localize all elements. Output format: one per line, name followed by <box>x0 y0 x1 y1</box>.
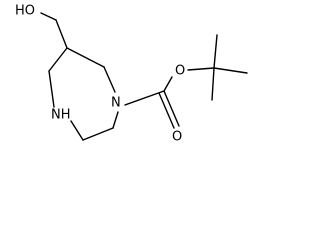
bond-lines <box>40 12 248 141</box>
ring-nitrogen-amine-label: NH <box>51 108 71 123</box>
bond-ring-c7-nh <box>48 70 55 108</box>
bond-ring-c2-n1 <box>112 111 119 129</box>
ester-oxygen-label: O <box>175 64 185 79</box>
bond-carbonyl-double-outer <box>163 90 180 127</box>
bond-n1-carbonyl-c <box>124 90 165 106</box>
atom-labels: HO NH N O O <box>15 4 185 145</box>
bond-hydroxyl-o-ch2 <box>40 12 57 21</box>
bond-ring-n1-c5 <box>103 66 116 93</box>
carbonyl-oxygen-label: O <box>172 130 182 145</box>
bond-ring-c5-c6 <box>66 47 105 68</box>
bond-ch2-ring-c6 <box>55 19 68 49</box>
bond-ring-c3-c2 <box>82 127 114 141</box>
bond-carbonyl-double-inner <box>158 92 175 129</box>
bond-ester-o-quaternary-c <box>187 67 215 71</box>
bond-tbutyl-methyl-up <box>213 34 218 69</box>
bond-carbonyl-c-ester-o <box>163 76 173 92</box>
bond-ring-nh-c3 <box>70 120 84 141</box>
hydroxyl-label: HO <box>15 4 35 19</box>
molecule-structure: HO NH N O O <box>15 4 248 145</box>
bond-tbutyl-methyl-down <box>211 67 215 101</box>
bond-ring-c6-c7 <box>48 47 68 72</box>
ring-nitrogen-carbamate-label: N <box>111 96 121 111</box>
bond-tbutyl-methyl-right <box>213 67 248 74</box>
